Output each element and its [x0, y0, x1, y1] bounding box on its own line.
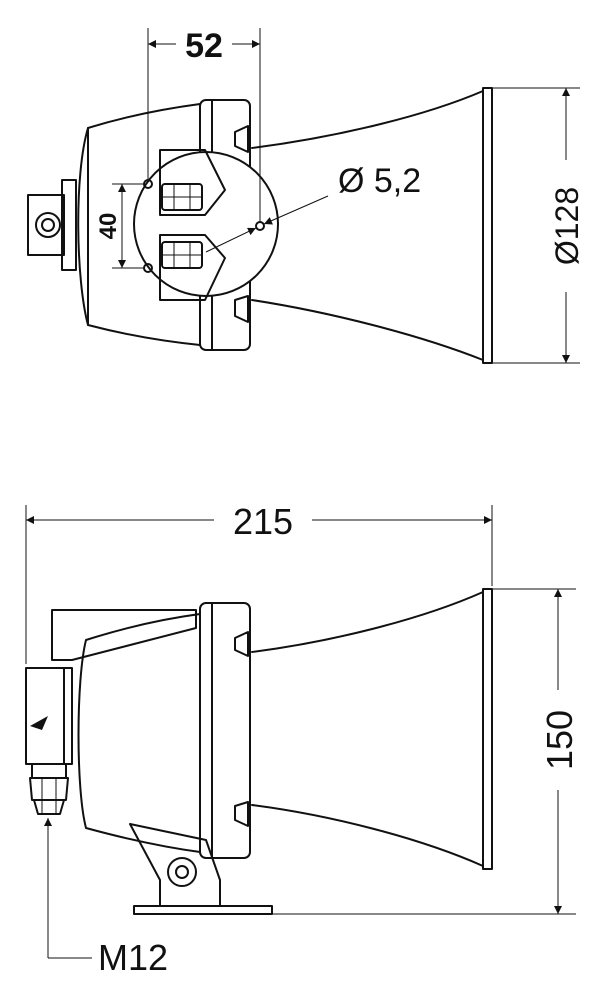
top-horn-upper — [251, 90, 484, 149]
dim-m12-label: M12 — [98, 937, 168, 978]
side-foot-bracket — [129, 823, 221, 907]
side-cable-gland — [29, 763, 69, 815]
top-view: 52 40 Ø 5,2 Ø128 — [27, 27, 585, 364]
side-foot-base — [133, 905, 273, 915]
side-horn-rim — [482, 588, 493, 870]
top-mount-bracket — [159, 149, 226, 216]
top-connector-box — [27, 194, 65, 256]
dim-hole-leader-back — [205, 227, 257, 253]
side-top-lug — [51, 609, 197, 661]
top-connector-block — [61, 179, 77, 271]
top-collar-tab-upper — [234, 125, 249, 153]
top-horn-rim — [482, 87, 493, 364]
top-bolt-lower — [161, 241, 203, 269]
top-collar-tab-lower — [234, 295, 249, 323]
side-connector-notch — [30, 716, 48, 730]
dim-215-label: 215 — [233, 501, 293, 542]
side-connector-box — [25, 667, 73, 765]
side-horn-upper — [251, 591, 484, 653]
side-foot-nut — [167, 857, 197, 887]
side-collar-tab-upper — [234, 631, 249, 657]
top-housing-body — [77, 103, 201, 346]
dim-hole-leader — [263, 195, 329, 225]
side-housing-body — [77, 613, 201, 853]
top-connector-nut — [35, 212, 61, 238]
top-connector-bore — [41, 218, 55, 232]
dim-128-label: Ø128 — [549, 187, 585, 265]
side-view: 215 150 M12 — [25, 501, 580, 978]
side-foot-bore — [175, 865, 189, 879]
top-bolt-upper — [161, 183, 203, 211]
dim-52-label: 52 — [185, 27, 223, 65]
dim-hole-label: Ø 5,2 — [338, 162, 421, 200]
side-horn-lower — [251, 804, 484, 867]
dim-150-label: 150 — [539, 710, 580, 770]
dim-40-label: 40 — [95, 213, 122, 240]
side-housing-collar — [199, 602, 251, 859]
side-collar-tab-lower — [234, 801, 249, 827]
top-horn-lower — [251, 299, 484, 361]
top-mount-bracket-lower — [159, 234, 226, 301]
